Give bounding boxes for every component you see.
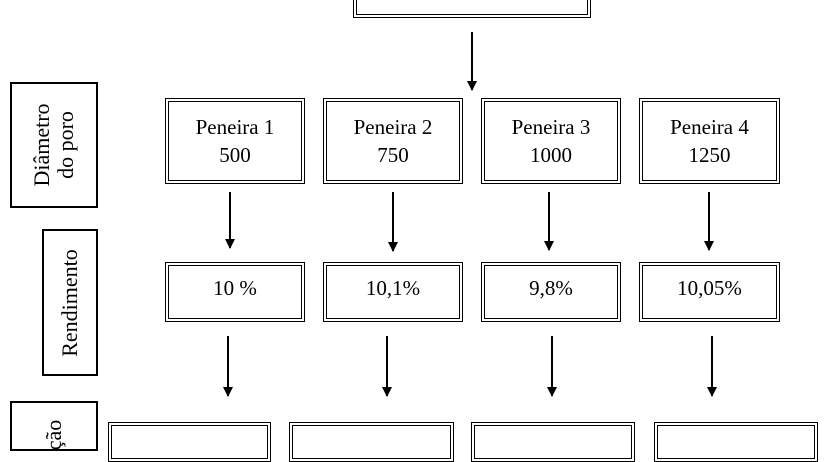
- sieve-name: Peneira 1: [195, 115, 275, 139]
- yield-box-1: 10 %: [165, 262, 305, 322]
- sieve-size: 1250: [688, 143, 731, 167]
- bottom-box-4: [654, 422, 818, 462]
- yield-value: 10,05%: [677, 275, 742, 300]
- sieve-name: Peneira 4: [670, 115, 749, 139]
- sieve-box-3: Peneira 3 1000: [481, 98, 621, 184]
- yield-box-4: 10,05%: [639, 262, 780, 322]
- bottom-box-1: [108, 422, 271, 462]
- yield-box-3: 9,8%: [481, 262, 621, 322]
- yield-value: 10,1%: [365, 275, 421, 300]
- sieve-size: 500: [219, 143, 251, 167]
- diameter-label-line-2: do poro: [53, 111, 78, 179]
- bottom-box-2: [289, 422, 454, 462]
- yield-value: 9,8%: [529, 275, 573, 300]
- yield-value: 10 %: [213, 275, 257, 300]
- sieve-size: 750: [377, 143, 409, 167]
- sieve-size: 1000: [530, 143, 572, 167]
- diameter-side-label: Diâmetro do poro: [10, 82, 98, 208]
- third-side-label: ção: [10, 401, 98, 451]
- yield-label: Rendimento: [57, 248, 82, 357]
- sieve-box-1: Peneira 1 500: [165, 98, 305, 184]
- yield-box-2: 10,1%: [323, 262, 463, 322]
- sieve-name: Peneira 2: [353, 115, 433, 139]
- yield-side-label: Rendimento: [42, 229, 98, 376]
- sieve-box-4: Peneira 4 1250: [639, 98, 780, 184]
- sieve-box-2: Peneira 2 750: [323, 98, 463, 184]
- bottom-box-3: [471, 422, 635, 462]
- sieve-name: Peneira 3: [511, 115, 591, 139]
- diameter-label-line-1: Diâmetro: [29, 103, 54, 187]
- top-box: [353, 0, 591, 18]
- arrows: [223, 32, 717, 397]
- third-label: ção: [41, 419, 66, 451]
